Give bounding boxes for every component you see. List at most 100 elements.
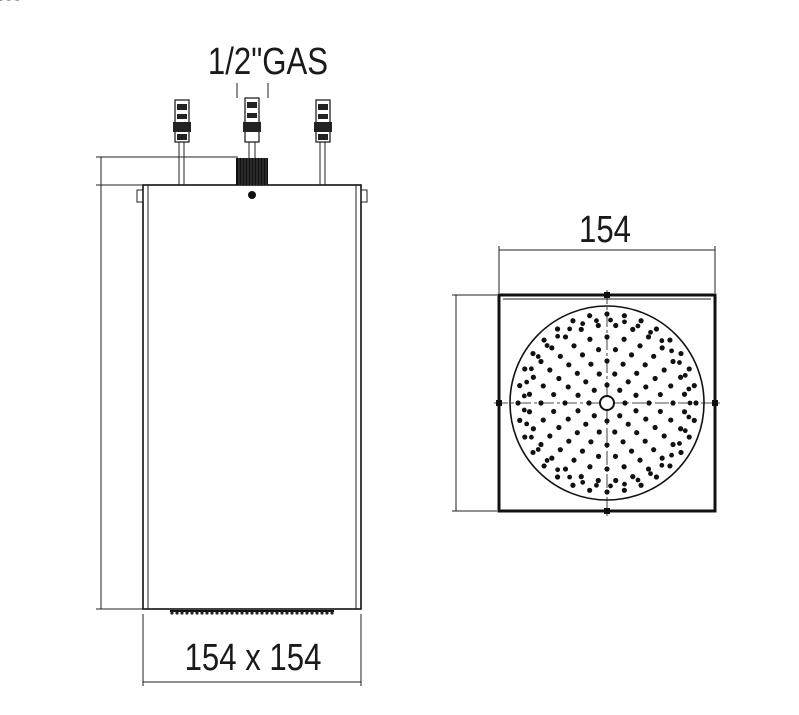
spray-nozzle (549, 345, 555, 351)
spray-nozzle (661, 367, 667, 373)
spray-nozzle (528, 366, 534, 372)
spray-nozzle (686, 414, 692, 420)
plan-view: 154 154 (0, 0, 720, 516)
spray-nozzle (554, 326, 561, 332)
spray-nozzle (579, 352, 586, 358)
bottom-nozzle (320, 611, 324, 615)
spray-nozzle (668, 417, 674, 423)
spray-nozzle (538, 400, 544, 406)
spray-nozzle (668, 383, 674, 389)
spray-nozzle (691, 417, 697, 423)
spray-nozzle (620, 439, 626, 445)
side-tab-left (136, 189, 144, 203)
spray-nozzle (637, 457, 643, 463)
spray-nozzle (630, 326, 636, 332)
spray-nozzle (566, 362, 572, 368)
plan-width-label: 154 (579, 209, 631, 251)
spray-nozzle (517, 383, 523, 389)
spray-nozzle (625, 421, 631, 427)
spray-nozzle (670, 400, 676, 406)
body-height-label: 300 (0, 0, 26, 9)
spray-nozzle (604, 489, 610, 495)
spray-nozzle (646, 400, 652, 406)
spray-nozzle (517, 417, 523, 423)
spray-nozzle (678, 426, 684, 432)
spray-nozzle (622, 319, 627, 325)
spray-nozzle (657, 408, 663, 415)
spray-nozzle (521, 407, 527, 413)
spray-nozzle (637, 343, 643, 349)
spray-nozzle (544, 343, 550, 348)
spray-nozzle (652, 375, 658, 382)
spray-nozzle (562, 466, 569, 472)
bottom-nozzles (170, 611, 334, 615)
spray-nozzle (659, 455, 665, 461)
spray-nozzle (541, 337, 547, 343)
spray-nozzle (686, 386, 692, 392)
bottom-nozzle (310, 611, 314, 615)
spray-nozzle (642, 438, 648, 444)
spray-nozzle (621, 313, 627, 319)
spray-nozzle (612, 371, 618, 377)
spray-nozzle (653, 474, 660, 480)
spray-nozzle (613, 477, 619, 484)
bottom-nozzle (215, 611, 219, 615)
spray-nozzle (575, 392, 581, 398)
spray-nozzle (682, 372, 688, 378)
bottom-nozzle (190, 611, 194, 615)
spray-nozzle (638, 482, 644, 488)
spray-nozzle (628, 448, 635, 454)
bottom-nozzle (325, 611, 329, 615)
spray-nozzle (604, 442, 610, 448)
spray-nozzle (604, 418, 610, 424)
spray-nozzle (595, 322, 601, 329)
spray-nozzle (659, 462, 665, 468)
spray-nozzle (620, 361, 626, 367)
spray-nozzle (547, 433, 553, 439)
bottom-nozzle (305, 611, 309, 615)
bottom-nozzle (265, 611, 269, 615)
spray-nozzle (643, 416, 649, 422)
side-view: 1/2"GAS 20 300 154 x 154 (0, 0, 368, 686)
spray-nozzle (645, 466, 652, 472)
spray-nozzle (691, 383, 697, 389)
bottom-nozzle (220, 611, 224, 615)
bottom-nozzle (275, 611, 279, 615)
spray-nozzle (578, 474, 584, 480)
spray-nozzle (633, 392, 639, 398)
spray-nozzle (681, 391, 688, 397)
spray-nozzle (595, 347, 602, 353)
spray-nozzle (625, 379, 631, 385)
spray-nozzle (677, 441, 682, 446)
spray-nozzle (541, 463, 547, 469)
spray-nozzle (554, 474, 561, 480)
spray-nozzle (651, 447, 657, 453)
spray-nozzle (678, 374, 684, 380)
spray-nozzle (634, 370, 640, 376)
dim-body-height (96, 185, 143, 610)
spray-nozzle (661, 433, 667, 439)
spray-nozzle (596, 429, 602, 435)
dim-base-size (142, 614, 362, 686)
spray-nozzle (596, 371, 602, 377)
bottom-nozzle (300, 611, 304, 615)
spray-nozzle (535, 354, 541, 359)
spray-nozzle (612, 429, 618, 435)
spray-nozzle (682, 428, 688, 434)
plan-height-label: 154 (0, 0, 26, 9)
spray-nozzle (608, 317, 613, 323)
spray-nozzle (565, 416, 571, 422)
spray-nozzle (622, 400, 628, 406)
spray-nozzle (574, 370, 580, 376)
spray-nozzle (549, 455, 555, 461)
spray-nozzle (604, 334, 610, 340)
spray-nozzle (612, 453, 619, 459)
inlet-pipe-right (314, 99, 332, 185)
spray-nozzle (621, 464, 627, 470)
spray-nozzle (612, 347, 619, 353)
spray-nozzle (544, 458, 550, 463)
inlet-pipe-left (173, 99, 191, 185)
spray-nozzle (622, 481, 627, 487)
dim-plan-height (452, 294, 497, 512)
spray-nozzle (515, 400, 521, 406)
